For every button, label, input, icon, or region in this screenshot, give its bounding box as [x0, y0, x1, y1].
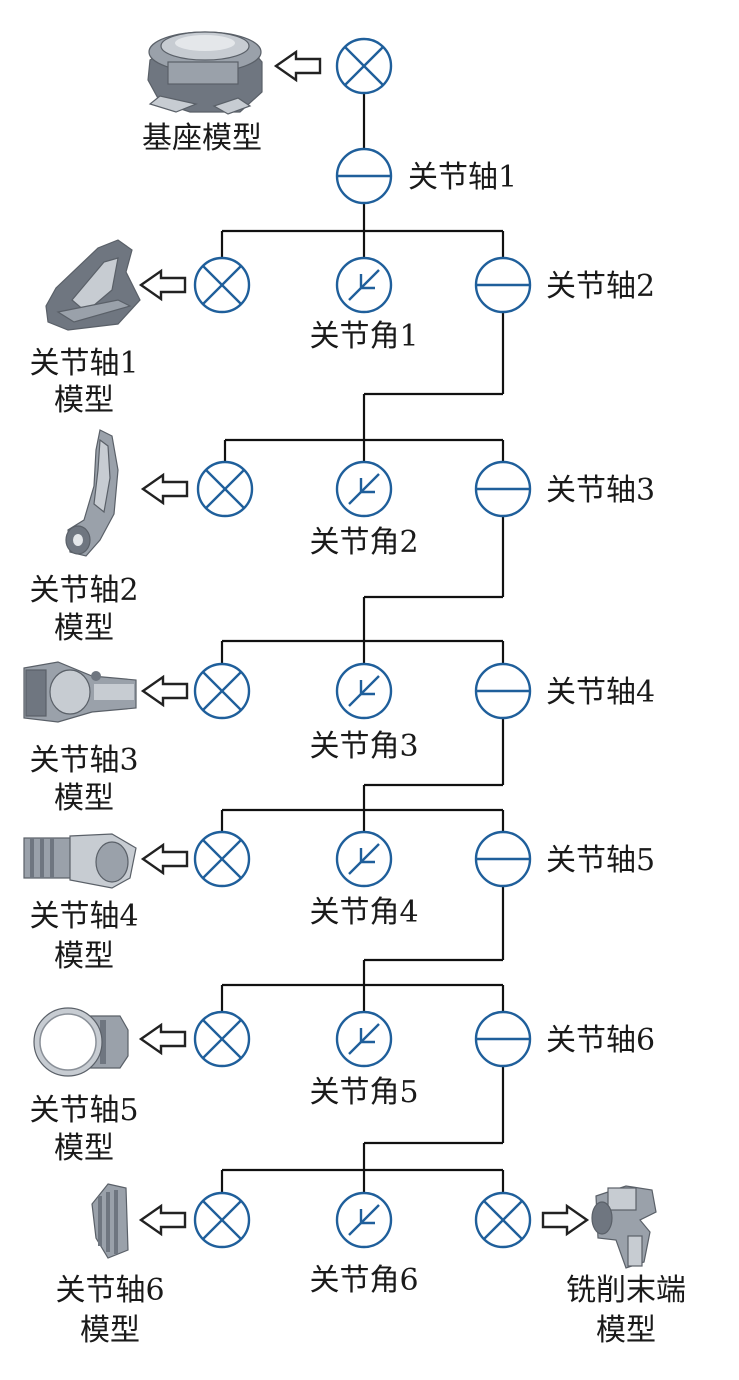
- angle-node-3: [335, 662, 393, 720]
- angle-node-6: [335, 1191, 393, 1249]
- axis-node-2: [474, 256, 532, 314]
- axis-label-2: 关节轴2: [546, 269, 655, 304]
- model-arrow-1: [139, 269, 187, 301]
- model-node-4: [193, 830, 251, 888]
- model-label-3b: 模型: [54, 781, 114, 816]
- level-2: 关节轴2 模型 关节角2 关节轴3: [29, 429, 655, 646]
- joint1-model-image: [45, 239, 141, 331]
- angle-label-2: 关节角2: [309, 525, 418, 560]
- model-arrow-5: [139, 1023, 187, 1055]
- model-arrow-3: [141, 675, 189, 707]
- root-model-label: 基座模型: [142, 121, 262, 156]
- axis-label-6: 关节轴6: [546, 1023, 655, 1058]
- end-model-arrow: [541, 1204, 589, 1236]
- level-4: 关节轴4 模型 关节角4 关节轴5: [23, 830, 655, 974]
- model-node-3: [193, 662, 251, 720]
- angle-label-5: 关节角5: [309, 1075, 418, 1110]
- end-model-label-b: 模型: [596, 1313, 656, 1348]
- end-model-label-a: 铣削末端: [566, 1273, 686, 1308]
- angle-node-1: [335, 256, 393, 314]
- level-6: 关节轴6 模型 关节角6 铣削末端 模型: [55, 1183, 686, 1348]
- model-label-1a: 关节轴1: [29, 346, 138, 381]
- angle-node-5: [335, 1010, 393, 1068]
- model-node-5: [193, 1010, 251, 1068]
- end-model-node: [474, 1191, 532, 1249]
- joint3-model-image: [23, 661, 137, 723]
- model-node-2: [196, 460, 254, 518]
- angle-label-3: 关节角3: [309, 729, 418, 764]
- axis-node-3: [474, 460, 532, 518]
- axis-node-6: [474, 1010, 532, 1068]
- model-label-2b: 模型: [54, 611, 114, 646]
- axis-node-4: [474, 662, 532, 720]
- angle-label-6: 关节角6: [309, 1263, 418, 1298]
- model-label-6b: 模型: [80, 1313, 140, 1348]
- model-node-6: [193, 1191, 251, 1249]
- joint2-model-image: [65, 429, 119, 557]
- model-label-4b: 模型: [54, 939, 114, 974]
- angle-node-2: [335, 460, 393, 518]
- angle-label-1: 关节角1: [309, 319, 418, 354]
- model-node-1: [193, 256, 251, 314]
- axis-label-3: 关节轴3: [546, 473, 655, 508]
- model-label-1b: 模型: [54, 383, 114, 418]
- axis-label-5: 关节轴5: [546, 843, 655, 878]
- wires: [220, 94, 505, 1193]
- joint6-model-image: [91, 1183, 129, 1259]
- root-model-node: [335, 37, 393, 95]
- model-arrow-2: [141, 473, 189, 505]
- end-effector-model-image: [591, 1185, 657, 1269]
- level-5: 关节轴5 模型 关节角5 关节轴6: [29, 1007, 655, 1166]
- level-3: 关节轴3 模型 关节角3 关节轴4: [23, 661, 655, 816]
- model-label-6a: 关节轴6: [55, 1273, 164, 1308]
- model-label-4a: 关节轴4: [29, 899, 138, 934]
- joint4-model-image: [23, 833, 137, 889]
- model-label-5b: 模型: [54, 1131, 114, 1166]
- model-arrow-4: [141, 843, 189, 875]
- axis-label-1: 关节轴1: [408, 160, 517, 195]
- root-model-arrow: [274, 50, 322, 82]
- model-label-3a: 关节轴3: [29, 743, 138, 778]
- angle-node-4: [335, 830, 393, 888]
- axis-label-4: 关节轴4: [546, 675, 655, 710]
- axis-node-5: [474, 830, 532, 888]
- model-label-2a: 关节轴2: [29, 573, 138, 608]
- level-1: 关节轴1 模型 关节角1 关节轴2: [29, 239, 655, 418]
- angle-label-4: 关节角4: [309, 895, 418, 930]
- joint5-model-image: [33, 1007, 129, 1077]
- model-arrow-6: [139, 1204, 187, 1236]
- model-label-5a: 关节轴5: [29, 1093, 138, 1128]
- base-model-image: [147, 31, 263, 115]
- axis-node-1: [335, 147, 393, 205]
